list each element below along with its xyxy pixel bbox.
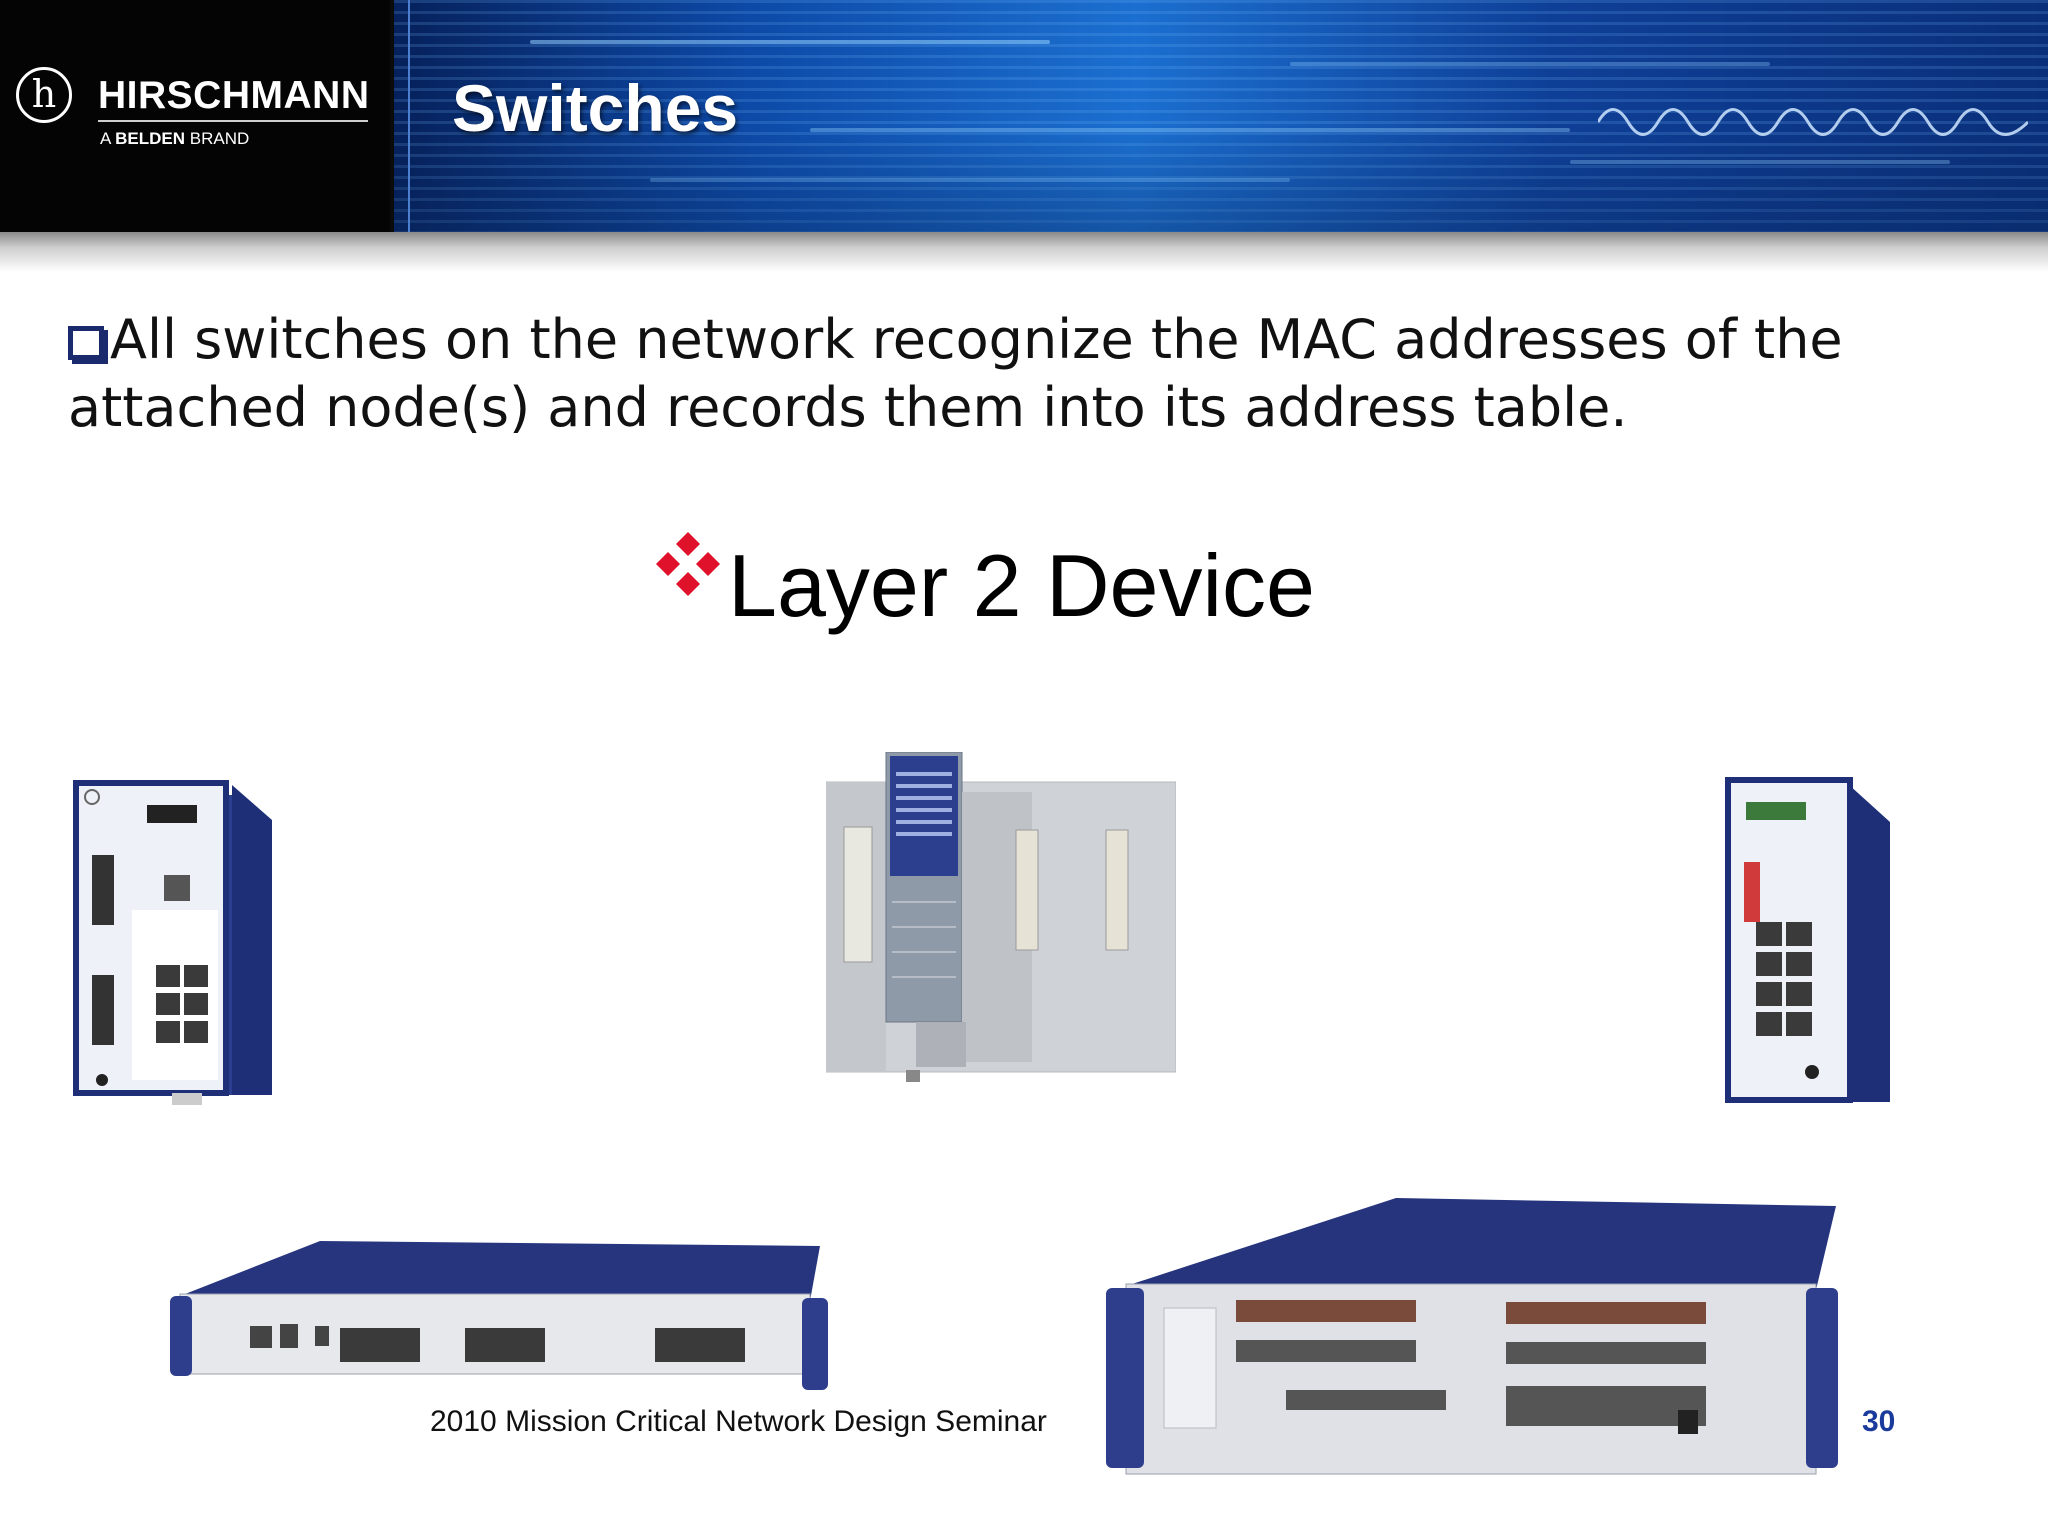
rack-switch-1u <box>170 1241 828 1390</box>
light-streak <box>530 40 1050 44</box>
page-number: 30 <box>1862 1405 1896 1438</box>
footer-text: 2010 Mission Critical Network Design Sem… <box>430 1405 1047 1438</box>
slide-header: h HIRSCHMANN A BELDEN BRAND Switches <box>0 0 2048 232</box>
bullet-text: All switches on the network recognize th… <box>68 308 1843 439</box>
brand-divider <box>98 120 368 122</box>
bullet-paragraph: All switches on the network recognize th… <box>68 306 1928 442</box>
signal-wave-icon <box>1598 108 2028 136</box>
sub-bullet-text: Layer 2 Device <box>728 536 1315 635</box>
light-streak <box>650 178 1290 182</box>
header-divider <box>390 0 394 232</box>
light-streak <box>810 128 1570 132</box>
brand-tagline: A BELDEN BRAND <box>100 129 250 148</box>
sub-bullet: Layer 2 Device <box>652 528 1315 635</box>
light-streak <box>1290 62 1770 66</box>
header-shadow <box>0 232 2048 272</box>
brand-name: HIRSCHMANN <box>98 74 370 117</box>
modular-switch-center <box>826 752 1176 1082</box>
light-streak <box>1570 160 1950 164</box>
hirschmann-logo: h HIRSCHMANN A BELDEN BRAND <box>0 0 390 232</box>
rack-switch-2u <box>1106 1198 1838 1475</box>
din-rail-switch-left <box>73 780 272 1105</box>
slide-title: Switches <box>452 71 739 145</box>
header-banner <box>390 0 2048 232</box>
din-rail-switch-right <box>1725 777 1890 1103</box>
header-divider-accent <box>408 0 410 232</box>
diamond-cluster-icon <box>656 532 720 596</box>
hirschmann-h-icon: h <box>16 67 72 123</box>
square-bullet-icon <box>68 326 104 360</box>
